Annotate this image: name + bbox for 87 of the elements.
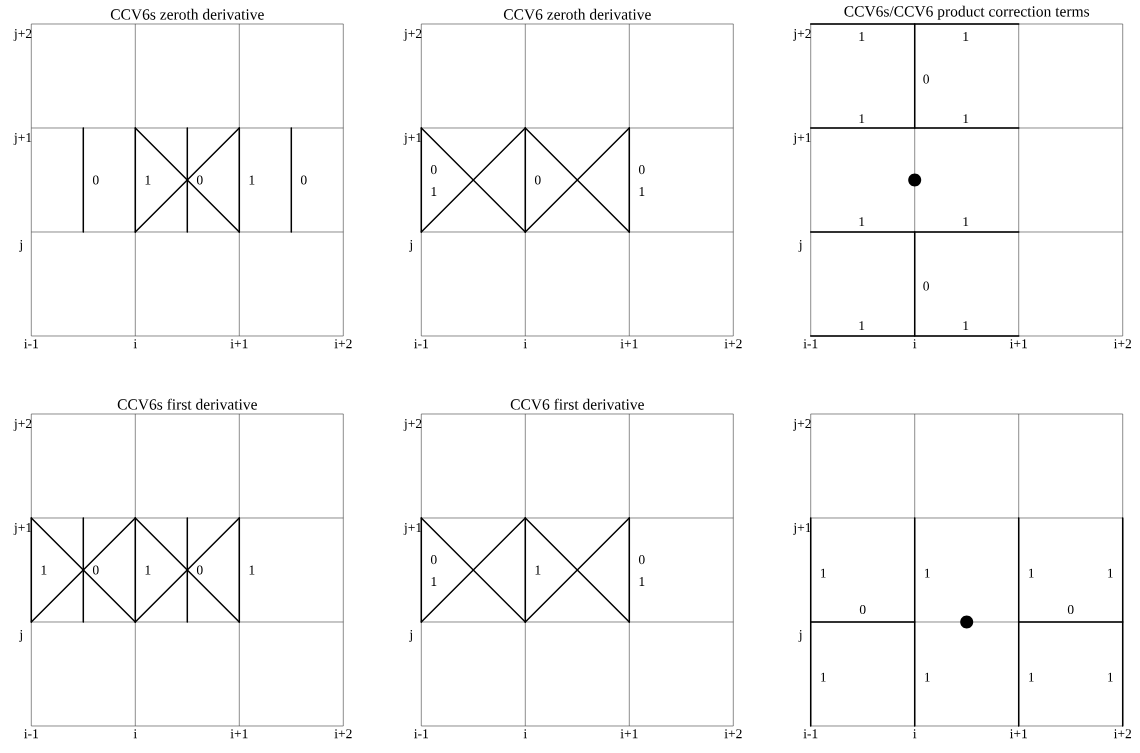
panel-title: CCV6s first derivative	[117, 398, 257, 410]
axis-label: i+1	[620, 339, 638, 349]
axis-label: j+2	[403, 419, 422, 431]
axis-label: i+2	[334, 729, 352, 739]
axis-label: i-1	[414, 339, 428, 349]
axis-label: i+1	[230, 339, 248, 349]
weight-label: 1	[639, 577, 645, 586]
axis-label: i	[523, 729, 527, 739]
axis-label: j+2	[13, 29, 32, 41]
weight-label: 0	[300, 175, 307, 185]
weight-label: 1	[535, 565, 541, 575]
weight-label: 1	[925, 568, 930, 578]
axis-label: i	[913, 339, 917, 349]
axis-label: j+2	[13, 419, 32, 431]
weight-label: 0	[923, 281, 929, 291]
weight-label: 0	[534, 175, 541, 185]
weight-label: 0	[92, 175, 99, 185]
axis-label: j+1	[793, 523, 811, 535]
axis-label: j+1	[13, 133, 32, 145]
panel-title: CCV6 zeroth derivative	[503, 8, 651, 20]
weight-label: 1	[1029, 568, 1034, 578]
axis-label: i	[133, 729, 137, 739]
weight-label: 1	[859, 321, 865, 331]
axis-label: j+2	[793, 419, 811, 431]
axis-label: j+1	[403, 133, 422, 145]
weight-label: 0	[638, 555, 645, 565]
weight-label: 0	[923, 74, 929, 84]
axis-label: i+1	[230, 729, 248, 739]
axis-label: i+1	[620, 729, 638, 739]
axis-label: i	[523, 339, 527, 349]
axis-label: j	[19, 630, 22, 642]
axis-label: i-1	[803, 339, 818, 349]
axis-label: j	[798, 630, 802, 642]
weight-label: 1	[963, 114, 969, 124]
axis-label: i+1	[1009, 729, 1027, 739]
weight-label: 1	[859, 114, 865, 124]
weight-label: 1	[1108, 672, 1113, 682]
axis-label: j	[409, 630, 412, 642]
axis-label: i+2	[1113, 729, 1132, 739]
axis-label: j	[409, 240, 412, 252]
axis-label: i-1	[24, 339, 38, 349]
panel-title: CCV6s zeroth derivative	[110, 8, 264, 20]
panel-title: CCV6s/CCV6 product correction terms	[844, 5, 1090, 20]
weight-label: 1	[821, 568, 826, 578]
axis-label: i-1	[414, 729, 428, 739]
axis-label: i-1	[803, 729, 818, 739]
weight-label: 1	[859, 32, 865, 41]
axis-label: j	[19, 240, 22, 252]
axis-label: j+2	[793, 29, 811, 41]
weight-label: 1	[431, 577, 437, 586]
weight-label: 1	[249, 175, 255, 185]
axis-label: i+2	[334, 339, 352, 349]
weight-label: 0	[196, 175, 203, 185]
weight-label: 0	[430, 165, 437, 175]
weight-label: 0	[859, 604, 866, 615]
weight-label: 1	[1108, 568, 1113, 578]
weight-label: 0	[638, 165, 645, 175]
weight-label: 0	[1067, 604, 1074, 615]
axis-label: j+2	[403, 29, 422, 41]
weight-label: 0	[196, 565, 203, 575]
weight-label: 1	[639, 187, 645, 196]
axis-label: i	[913, 729, 917, 739]
axis-label: i	[133, 339, 137, 349]
weight-label: 1	[41, 565, 47, 575]
weight-label: 1	[859, 217, 865, 227]
axis-label: i+2	[724, 339, 742, 349]
weight-label: 1	[963, 321, 969, 331]
weight-label: 1	[925, 672, 930, 682]
weight-label: 1	[963, 217, 969, 227]
axis-label: j	[798, 240, 802, 252]
weight-label: 1	[1029, 672, 1034, 682]
axis-label: j+1	[403, 523, 422, 535]
weight-label: 1	[249, 565, 255, 575]
weight-label: 1	[145, 175, 151, 185]
weight-label: 1	[821, 672, 826, 682]
weight-label: 1	[145, 565, 151, 575]
axis-label: j+1	[13, 523, 32, 535]
panel-title: CCV6 first derivative	[510, 398, 644, 410]
axis-label: i-1	[24, 729, 38, 739]
axis-label: i+1	[1009, 339, 1027, 349]
weight-label: 0	[92, 565, 99, 575]
axis-label: i+2	[1113, 339, 1132, 349]
axis-label: j+1	[793, 133, 811, 145]
weight-label: 1	[431, 187, 437, 196]
weight-label: 1	[963, 32, 969, 41]
axis-label: i+2	[724, 729, 742, 739]
weight-label: 0	[430, 555, 437, 565]
